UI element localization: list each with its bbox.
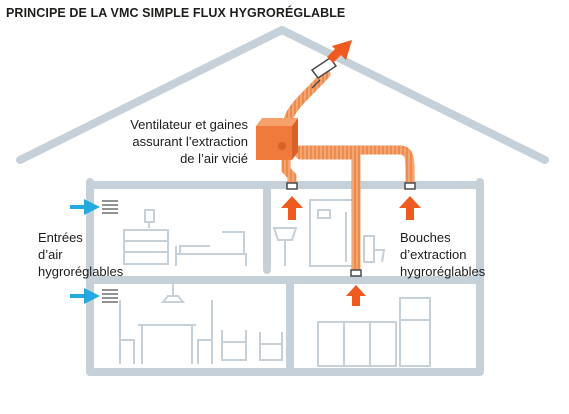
inlet-label: Entrées d’air hygroréglables — [38, 230, 124, 279]
duct-network — [281, 69, 415, 275]
extraction-outlet-icon — [286, 182, 416, 277]
outlet-label: Bouches d’extraction hygroréglables — [400, 230, 486, 279]
extraction-arrow — [281, 196, 421, 306]
fan-label: Ventilateur et gaines assurant l’extract… — [130, 117, 248, 166]
house-outline — [16, 26, 549, 376]
furniture-icon — [119, 199, 431, 367]
fan-unit-icon — [256, 118, 298, 160]
air-inlet-icon — [70, 199, 118, 304]
roof-outlet-icon — [310, 40, 352, 89]
diagram-title: PRINCIPE DE LA VMC SIMPLE FLUX HYGRORÉGL… — [6, 6, 346, 20]
